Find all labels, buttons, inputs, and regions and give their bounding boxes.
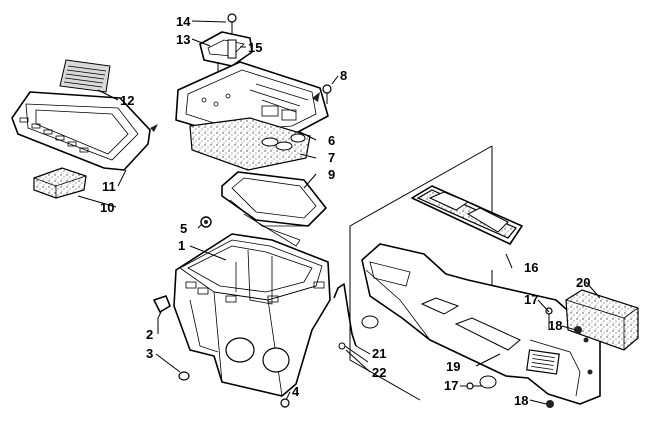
callout-3: 3 xyxy=(146,346,153,361)
callout-13: 13 xyxy=(176,32,190,47)
callout-15: 15 xyxy=(248,40,262,55)
callout-17-lower: 17 xyxy=(444,378,458,393)
arrow-marker xyxy=(150,124,158,132)
grommet-part xyxy=(178,371,190,381)
callout-16: 16 xyxy=(524,260,538,275)
callout-20: 20 xyxy=(576,275,590,290)
foam-block-part xyxy=(565,289,639,351)
grommet-part xyxy=(361,315,379,329)
callout-12: 12 xyxy=(120,93,134,108)
clip-part xyxy=(227,39,237,59)
electrical-tray-assembly xyxy=(175,13,332,171)
cover-housing-part xyxy=(11,91,151,171)
grommet-part xyxy=(479,375,497,389)
air-filter-part xyxy=(221,171,327,227)
screw-part xyxy=(280,398,290,408)
callout-18-lower: 18 xyxy=(514,393,528,408)
callout-22: 22 xyxy=(372,365,386,380)
rod-part xyxy=(333,283,357,347)
port-opening xyxy=(262,347,290,373)
callout-9: 9 xyxy=(328,167,335,182)
callout-8: 8 xyxy=(340,68,347,83)
intake-cover-assembly xyxy=(11,59,158,199)
screw-part xyxy=(466,382,474,390)
port-opening xyxy=(225,337,255,363)
washer-part xyxy=(574,326,582,334)
callout-21: 21 xyxy=(372,346,386,361)
air-filter-assembly xyxy=(221,171,327,247)
screw-part xyxy=(322,84,332,94)
clip-part xyxy=(153,295,171,313)
callout-19: 19 xyxy=(446,359,460,374)
callout-18-upper: 18 xyxy=(548,318,562,333)
callout-11: 11 xyxy=(102,179,116,194)
callout-10: 10 xyxy=(100,200,114,215)
callout-4: 4 xyxy=(292,384,300,399)
callout-labels: 14 13 15 8 12 6 7 9 11 10 5 1 2 3 4 16 1… xyxy=(100,14,590,408)
tray-part xyxy=(175,61,329,139)
callout-7: 7 xyxy=(328,150,335,165)
decal-part xyxy=(59,59,111,93)
screw-part xyxy=(338,342,346,350)
bracket-part xyxy=(199,31,253,67)
console-vent xyxy=(526,349,560,375)
air-box-assembly xyxy=(153,216,331,408)
callout-1: 1 xyxy=(178,238,185,253)
callout-14: 14 xyxy=(176,14,191,29)
foam-filter-part xyxy=(33,167,87,199)
arrow-marker xyxy=(312,92,320,102)
foam-pad-part xyxy=(189,117,311,171)
screw-part xyxy=(545,307,553,315)
callout-5: 5 xyxy=(180,221,187,236)
callout-17-upper: 17 xyxy=(524,292,538,307)
callout-6: 6 xyxy=(328,133,335,148)
screw-part xyxy=(227,13,237,23)
washer-part xyxy=(546,400,554,408)
leader-lines xyxy=(77,20,601,405)
callout-2: 2 xyxy=(146,327,153,342)
air-box-part xyxy=(173,233,331,397)
console-assembly xyxy=(333,145,639,408)
